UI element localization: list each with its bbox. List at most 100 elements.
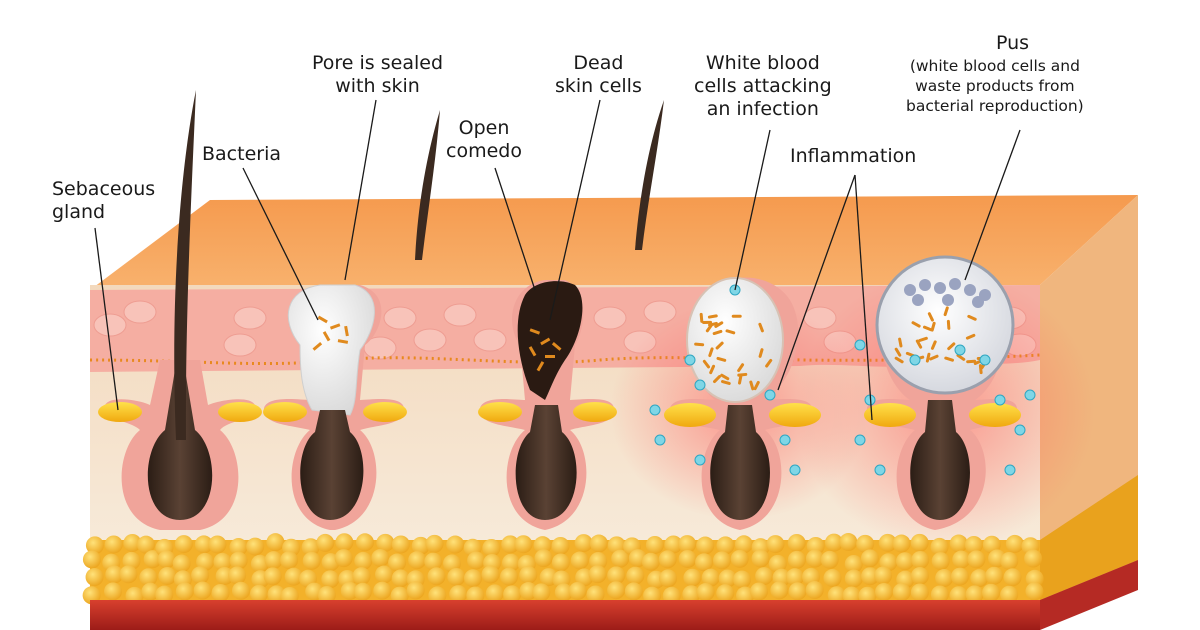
bacterium — [946, 319, 951, 330]
fat-cell — [442, 554, 461, 573]
follicle-closed-comedo — [263, 284, 407, 530]
label-inflammation: Inflammation — [790, 145, 917, 167]
basal-line — [89, 353, 1041, 366]
fat-cell — [231, 581, 250, 600]
fat-cell — [1000, 551, 1019, 570]
fat-cell — [104, 535, 123, 554]
bacterium — [758, 348, 764, 358]
fat-cell — [334, 549, 353, 568]
fat-cell — [716, 536, 735, 555]
fat-cell — [785, 568, 804, 587]
fat-cell — [316, 533, 335, 552]
fat-cell — [463, 569, 482, 588]
fat-cell — [770, 581, 789, 600]
bacterium — [716, 356, 727, 362]
fat-cell — [481, 565, 500, 584]
fat-cell — [982, 535, 1001, 554]
bacterium — [947, 342, 956, 351]
fat-cell — [264, 551, 283, 570]
sebaceous-gland-right — [218, 402, 262, 422]
label-bacteria: Bacteria — [202, 143, 281, 165]
white-blood-cell — [854, 434, 866, 446]
fat-cell — [935, 569, 954, 588]
bacterium — [715, 341, 724, 350]
fat-cell — [284, 567, 303, 586]
fat-cell — [570, 551, 589, 570]
fat-cell — [406, 581, 425, 600]
closed-comedo-plug — [287, 284, 375, 416]
fat-cell — [371, 549, 390, 568]
fat-cell — [376, 533, 395, 552]
fat-cell — [157, 550, 176, 569]
fat-cell — [1000, 585, 1019, 604]
fat-cell — [768, 554, 787, 573]
fat-cell — [519, 565, 538, 584]
fat-cell — [263, 567, 282, 586]
fat-cell — [844, 554, 863, 573]
fat-cell — [194, 535, 213, 554]
fat-cell — [696, 583, 715, 602]
fat-cell — [695, 553, 714, 572]
fat-cell — [533, 536, 552, 555]
fat-cell — [641, 552, 660, 571]
fat-cell — [446, 535, 465, 554]
white-blood-cells — [649, 284, 1036, 476]
open-comedo-plug — [517, 281, 583, 400]
fat-cell — [191, 566, 210, 585]
fat-cell — [842, 586, 861, 605]
fat-cell — [532, 583, 551, 602]
fat-cell — [967, 550, 986, 569]
papule-bacteria — [694, 312, 773, 391]
fat-cell — [856, 534, 875, 553]
fat-cell — [229, 551, 248, 570]
fat-cell — [930, 585, 949, 604]
fat-cell — [787, 550, 806, 569]
fat-cell — [1024, 549, 1043, 568]
bacterium — [749, 380, 755, 391]
bacterium — [738, 374, 743, 385]
fat-cell — [982, 583, 1001, 602]
fat-cell — [755, 567, 774, 586]
fat-cell — [143, 550, 162, 569]
fat-cell — [892, 534, 911, 553]
fat-cell — [85, 536, 104, 555]
follicle-normal — [98, 90, 262, 530]
fat-cell — [751, 549, 770, 568]
fat-cell — [352, 567, 371, 586]
fat-cell — [568, 581, 587, 600]
fat-cell — [467, 551, 486, 570]
bacterium — [758, 322, 764, 333]
fat-cell — [321, 570, 340, 589]
white-blood-cell — [1014, 424, 1026, 436]
fat-cell — [874, 566, 893, 585]
fat-cell — [501, 535, 520, 554]
fat-cell — [970, 569, 989, 588]
fat-cell — [482, 538, 501, 557]
fat-cell — [353, 582, 372, 601]
fat-cell — [355, 533, 374, 552]
bacteria-cluster-1 — [312, 315, 349, 351]
fat-cell — [280, 551, 299, 570]
fat-cell — [892, 583, 911, 602]
fat-cell — [734, 535, 753, 554]
fat-cell — [950, 567, 969, 586]
fat-cell — [664, 535, 683, 554]
fat-cell — [749, 582, 768, 601]
fat-cell — [155, 585, 174, 604]
bacterium — [944, 356, 954, 362]
fat-cell — [949, 534, 968, 553]
pustule-core — [875, 255, 1015, 395]
fat-cell — [787, 533, 806, 552]
fat-cell — [678, 535, 697, 554]
fat-cell — [824, 533, 843, 552]
white-blood-cell — [654, 434, 666, 446]
bacterium — [911, 321, 921, 328]
label-sebaceous-gland: Sebaceous gland — [52, 178, 156, 223]
fat-cell — [931, 552, 950, 571]
bacterium — [956, 353, 966, 361]
fat-cell — [119, 565, 138, 584]
bacterium — [708, 347, 714, 358]
fat-cell — [910, 583, 929, 602]
fat-cell — [514, 535, 533, 554]
